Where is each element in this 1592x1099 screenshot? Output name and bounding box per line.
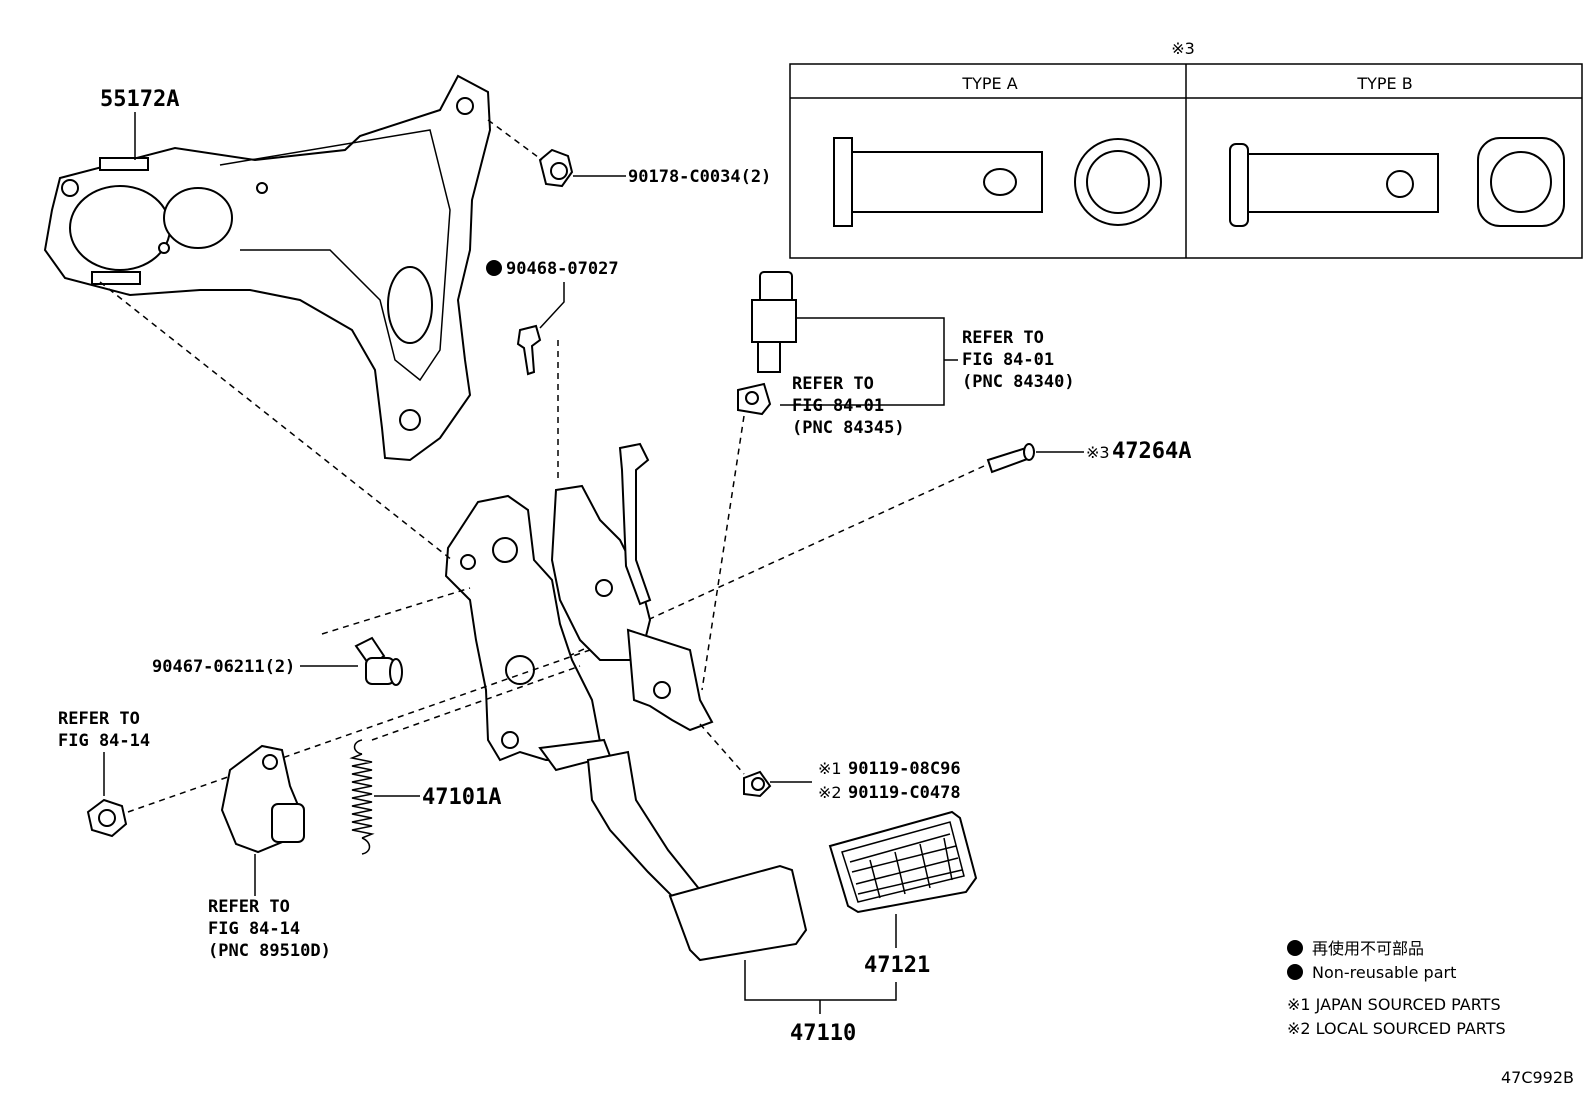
ref-84345-line1: REFER TO <box>792 374 874 394</box>
type-table-note-mark: ※3 <box>1171 39 1195 58</box>
ref-89510-line1: REFER TO <box>208 897 290 917</box>
ref-84340-line1: REFER TO <box>962 328 1044 348</box>
nut-left <box>86 798 128 838</box>
type-b-pin-drawing <box>1229 137 1565 227</box>
label-90468: 90468-07027 <box>506 259 619 279</box>
type-a-header: TYPE A <box>961 74 1017 93</box>
legend-nonreusable-en: Non-reusable part <box>1312 963 1456 982</box>
ref-89510-line3: (PNC 89510D) <box>208 941 331 961</box>
spring-47101a <box>349 739 375 855</box>
bolt-90467 <box>354 636 403 686</box>
stop-lamp-switch <box>737 271 797 416</box>
bracket-55172a <box>43 74 492 462</box>
label-90119-mark1: ※1 <box>818 759 842 778</box>
pedal-pad-47121 <box>828 810 978 914</box>
legend-note1: ※1 JAPAN SOURCED PARTS <box>1287 995 1501 1014</box>
legend-dot-en <box>1287 964 1303 980</box>
legend-dot-jp <box>1287 940 1303 956</box>
type-table: ※3 TYPE A TYPE B <box>789 39 1583 259</box>
label-47101a: 47101A <box>422 785 501 810</box>
type-a-pin-drawing <box>833 137 1162 227</box>
label-47264a-mark: ※3 <box>1086 443 1110 462</box>
label-55172a: 55172A <box>100 87 179 112</box>
ref-84340-line3: (PNC 84340) <box>962 372 1075 392</box>
pin-47264a <box>986 443 1035 474</box>
ref-8414-line1: REFER TO <box>58 709 140 729</box>
label-90178: 90178-C0034(2) <box>628 167 771 187</box>
ref-84345-line3: (PNC 84345) <box>792 418 905 438</box>
ref-84340-line2: FIG 84-01 <box>962 350 1054 370</box>
type-b-header: TYPE B <box>1356 74 1412 93</box>
legend: 再使用不可部品 Non-reusable part ※1 JAPAN SOURC… <box>1287 939 1506 1038</box>
ref-8414-line2: FIG 84-14 <box>58 731 150 751</box>
label-47110: 47110 <box>790 1021 856 1046</box>
bolt-90119 <box>743 770 772 798</box>
ref-89510-line2: FIG 84-14 <box>208 919 300 939</box>
label-47264a: 47264A <box>1112 439 1191 464</box>
label-90119-code2: 90119-C0478 <box>848 783 961 803</box>
clip-90468 <box>516 324 542 376</box>
nonreusable-dot-90468 <box>486 260 502 276</box>
legend-nonreusable-jp: 再使用不可部品 <box>1312 939 1424 958</box>
stroke-sensor <box>220 744 305 854</box>
nut-90178 <box>538 148 574 188</box>
label-90467: 90467-06211(2) <box>152 657 295 677</box>
label-90119-mark2: ※2 <box>818 783 842 802</box>
diagram-id: 47C992B <box>1501 1068 1574 1087</box>
pedal-assembly <box>444 442 808 962</box>
label-90119-code1: 90119-08C96 <box>848 759 961 779</box>
ref-84345-line2: FIG 84-01 <box>792 396 884 416</box>
legend-note2: ※2 LOCAL SOURCED PARTS <box>1287 1019 1506 1038</box>
label-47121: 47121 <box>864 953 930 978</box>
